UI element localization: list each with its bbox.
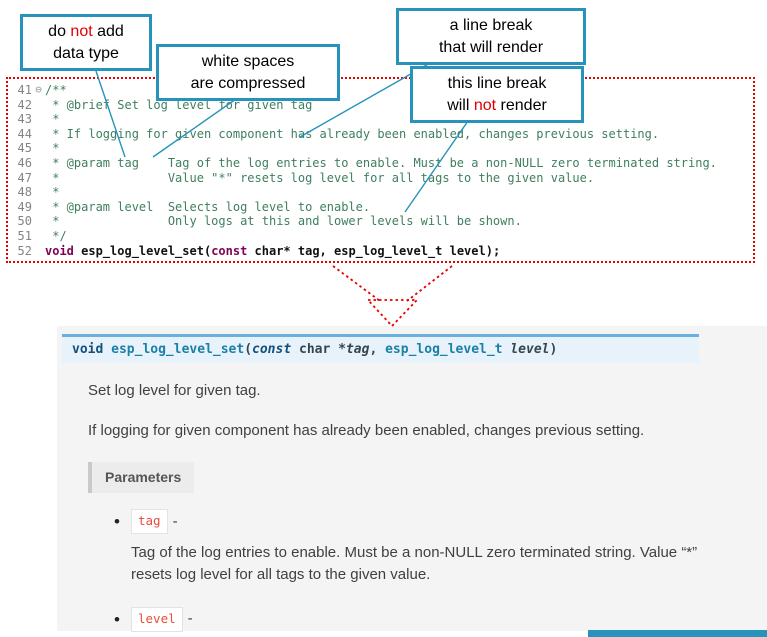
code-line: 52 void esp_log_level_set(const char* tag… (8, 244, 753, 259)
fold-marker-icon (32, 112, 45, 127)
param-item: • tag - Tag of the log entries to enable. … (114, 509, 725, 587)
fold-marker-icon (32, 127, 45, 142)
line-number: 49 (17, 199, 32, 214)
line-number: 45 (17, 141, 32, 156)
code-text: * (45, 112, 60, 127)
line-number: 47 (17, 170, 32, 185)
description-text: If logging for given component has alrea… (88, 421, 645, 439)
callout-break-renders: a line break that will render (396, 8, 586, 66)
brief-text: Set log level for given tag. (88, 382, 261, 399)
doc-body: Set log level for given tag. If logging … (88, 380, 725, 637)
line-number: 43 (17, 112, 32, 127)
code-line: 49 * @param level Selects log level to e… (8, 200, 753, 215)
param-dash: - (172, 512, 178, 530)
fold-marker-icon (32, 156, 45, 171)
callout-whitespace: white spaces are compressed (156, 44, 340, 102)
line-number: 44 (17, 126, 32, 141)
line-number: 42 (17, 97, 32, 112)
fold-marker-icon (32, 171, 45, 186)
bullet-icon: • (114, 512, 120, 531)
fold-marker-icon (32, 200, 45, 215)
callout-break-no-render: this line break will not render (410, 66, 584, 124)
line-number: 50 (17, 214, 32, 229)
code-line: 42 * @brief Set log level for given tag (8, 98, 753, 113)
source-code-panel: 41⊖/**42 * @brief Set log level for give… (6, 77, 755, 263)
fold-marker-icon (32, 229, 45, 244)
param-name: tag (131, 509, 168, 535)
code-line: 48 * (8, 185, 753, 200)
code-line: 43 * (8, 112, 753, 127)
code-text: */ (45, 228, 67, 243)
code-line: 45 * (8, 141, 753, 156)
code-line: 51 */ (8, 229, 753, 244)
code-text: * Value "*" resets log level for all tag… (45, 170, 595, 185)
code-text: * (45, 185, 60, 200)
line-number: 48 (17, 185, 32, 200)
code-line: 44 * If logging for given component has … (8, 127, 753, 142)
dotted-down-arrow-icon (332, 265, 453, 328)
param-name: level (131, 606, 183, 632)
fold-marker-icon (32, 214, 45, 229)
code-line: 50 * Only logs at this and lower levels … (8, 214, 753, 229)
code-text: * If logging for given component has alr… (45, 126, 660, 141)
code-line: 41⊖/** (8, 83, 753, 98)
bullet-icon: • (114, 609, 120, 629)
code-text: /** (45, 83, 67, 97)
code-text: * Only logs at this and lower levels wil… (45, 214, 522, 229)
code-text: void esp_log_level_set(const char* tag, … (45, 243, 501, 258)
code-line: 46 * @param tag Tag of the log entries t… (8, 156, 753, 171)
line-number: 46 (17, 155, 32, 170)
fold-marker-icon (32, 141, 45, 156)
line-number: 51 (17, 228, 32, 243)
param-desc: Tag of the log entries to enable. Must b… (131, 543, 698, 584)
fold-marker-icon (32, 185, 45, 200)
code-text: * (45, 141, 60, 156)
code-line: 47 * Value "*" resets log level for all … (8, 171, 753, 186)
cropped-box-edge (588, 630, 767, 637)
param-list: • tag - Tag of the log entries to enable. … (114, 509, 725, 637)
fold-marker-icon (32, 244, 45, 259)
callout-no-datatype: do not add data type (20, 14, 152, 72)
param-dash: - (187, 610, 193, 627)
rendered-doc-panel: void esp_log_level_set(const char *tag, … (57, 326, 767, 632)
parameters-label: Parameters (88, 462, 195, 493)
code-text: * @param tag Tag of the log entries to e… (45, 155, 717, 170)
param-item: •level -Selects log level to enable. Onl… (114, 606, 725, 637)
fold-marker-icon: ⊖ (35, 83, 42, 96)
line-number: 52 (17, 243, 32, 258)
line-number: 41 (17, 83, 32, 97)
function-signature: void esp_log_level_set(const char *tag, … (62, 334, 699, 363)
code-text: * @param level Selects log level to enab… (45, 199, 371, 214)
fold-marker-icon (32, 98, 45, 113)
code-lines: 41⊖/**42 * @brief Set log level for give… (8, 83, 753, 258)
